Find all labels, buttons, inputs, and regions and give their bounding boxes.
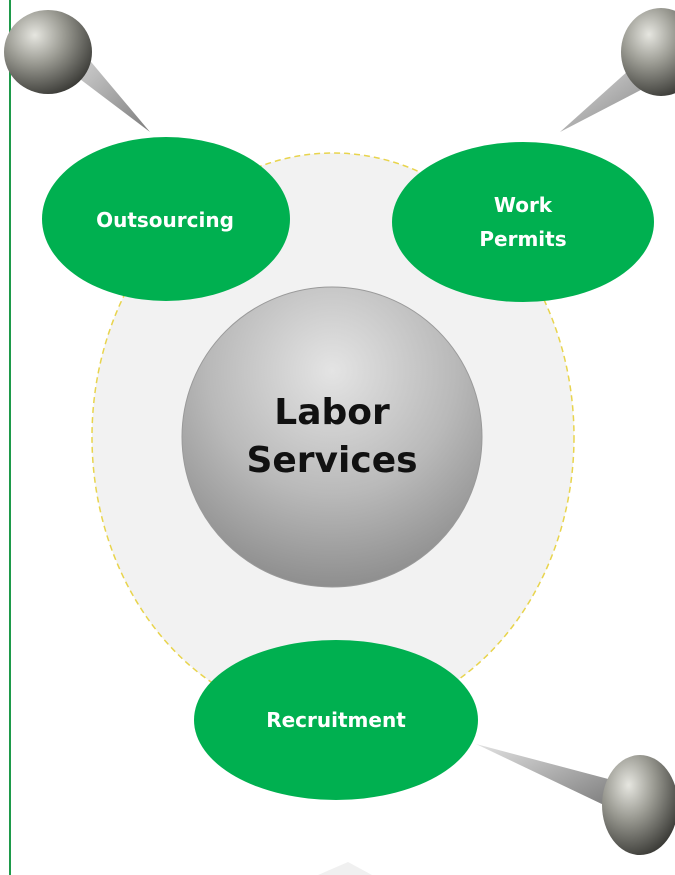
push-pin-icon: [560, 8, 675, 132]
node-recruitment-shape: [194, 640, 478, 800]
center-circle-shape: [182, 287, 482, 587]
node-outsourcing: Outsourcing: [40, 137, 290, 302]
node-work-permits: Work Permits: [392, 142, 654, 302]
node-recruitment: Recruitment: [194, 640, 478, 800]
center-circle-highlight: [181, 286, 483, 588]
node-outsourcing-shape: [42, 137, 290, 301]
node-recruitment-label: Recruitment: [266, 708, 406, 732]
push-pin-icon: [476, 744, 675, 855]
push-pin-icon: [4, 10, 150, 132]
center-node-label: Labor Services: [246, 392, 418, 481]
decorative-shape: [318, 862, 372, 875]
node-work-permits-shape: [392, 142, 654, 302]
node-outsourcing-label: Outsourcing: [96, 207, 234, 232]
node-work-permits-label: Work Permits: [479, 193, 567, 251]
center-node: Labor Services: [182, 287, 482, 587]
